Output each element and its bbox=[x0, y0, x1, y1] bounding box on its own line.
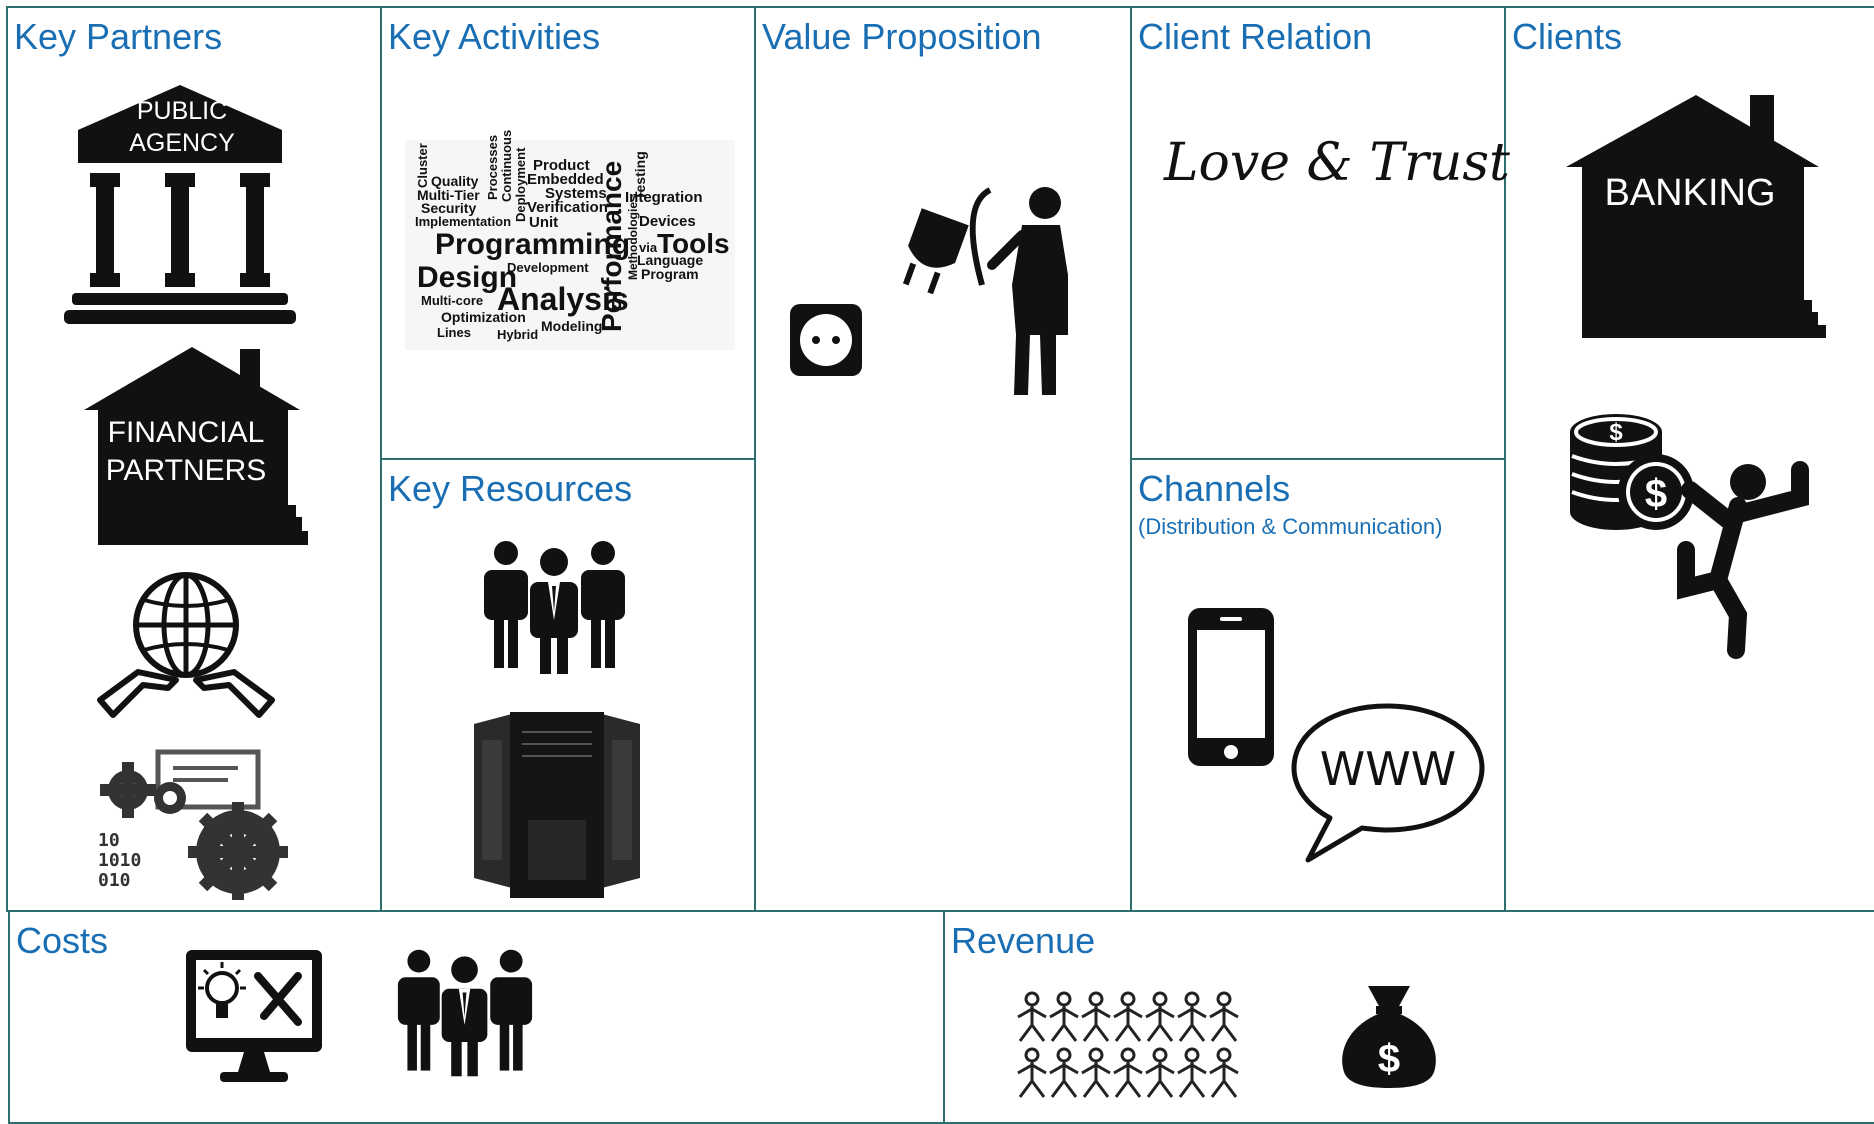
client-relation-section: Client Relation bbox=[1130, 6, 1506, 460]
financial-label-1: FINANCIAL bbox=[108, 416, 265, 449]
costs-title: Costs bbox=[16, 920, 109, 961]
word-testing: Testing bbox=[632, 151, 648, 200]
crowd-person bbox=[1145, 1047, 1175, 1098]
public-agency-label-1: PUBLIC bbox=[137, 97, 227, 125]
word-development: Development bbox=[507, 260, 589, 275]
power-socket-icon bbox=[790, 304, 862, 376]
value-proposition-title: Value Proposition bbox=[762, 16, 1042, 57]
banking-house-icon: BANKING bbox=[1566, 95, 1826, 338]
gears-code-icon: 10 1010 010 bbox=[98, 749, 288, 900]
crowd-person bbox=[1049, 1047, 1079, 1098]
person-with-plug-icon bbox=[902, 187, 1068, 395]
word-optimization: Optimization bbox=[441, 309, 526, 325]
word-devices: Devices bbox=[639, 213, 696, 230]
channels-title: Channels bbox=[1138, 468, 1291, 509]
word-continuous: Continuous bbox=[499, 130, 514, 202]
crowd-person bbox=[1017, 1047, 1047, 1098]
word-unit: Unit bbox=[529, 214, 558, 231]
crowd-person bbox=[1081, 991, 1111, 1042]
word-modeling: Modeling bbox=[541, 318, 602, 334]
globe-hands-icon bbox=[97, 572, 275, 718]
value-proposition-section: Value Proposition bbox=[754, 6, 1132, 912]
word-analysis: Analysis bbox=[497, 281, 629, 317]
word-program: Program bbox=[641, 266, 699, 282]
banking-label: BANKING bbox=[1604, 172, 1775, 214]
love-trust-handwriting: Love & Trust bbox=[1163, 133, 1510, 193]
word-multitier: Multi-Tier bbox=[417, 187, 480, 203]
word-security: Security bbox=[421, 200, 476, 216]
word-integration: Integration bbox=[625, 189, 703, 206]
word-lines: Lines bbox=[437, 325, 471, 340]
key-resources-section: Key Resources bbox=[380, 458, 756, 912]
smartphone-icon bbox=[1188, 608, 1274, 766]
team-icon bbox=[484, 541, 625, 674]
financial-partners-house-icon: FINANCIAL PARTNERS bbox=[84, 347, 308, 545]
word-methodologies: Methodologies bbox=[626, 195, 640, 280]
coins-jumping-person-icon: $ $ bbox=[1570, 414, 1809, 659]
crowd-person bbox=[1209, 1047, 1239, 1098]
word-programming: Programming bbox=[435, 228, 630, 261]
team-costs-icon bbox=[397, 949, 533, 1077]
client-relation-title: Client Relation bbox=[1138, 16, 1373, 57]
word-design: Design bbox=[417, 261, 517, 294]
svg-text:010: 010 bbox=[98, 870, 131, 891]
crowd-person bbox=[1177, 1047, 1207, 1098]
clients-section: Clients bbox=[1504, 6, 1874, 912]
crowd-person bbox=[1145, 991, 1175, 1042]
love-trust-text: Love & Trust bbox=[1163, 133, 1510, 193]
svg-text:$: $ bbox=[1378, 1037, 1400, 1081]
word-verification: Verification bbox=[527, 199, 608, 216]
word-embedded: Embedded bbox=[527, 171, 604, 188]
public-agency-label-2: AGENCY bbox=[129, 129, 235, 157]
svg-text:1010: 1010 bbox=[98, 850, 141, 871]
key-resources-title: Key Resources bbox=[388, 468, 633, 509]
svg-text:$: $ bbox=[1609, 419, 1623, 446]
crowd-person bbox=[1017, 991, 1047, 1042]
word-via: via bbox=[639, 240, 658, 255]
key-partners-title: Key Partners bbox=[14, 16, 223, 57]
word-product: Product bbox=[533, 157, 590, 174]
svg-text:10: 10 bbox=[98, 830, 120, 851]
word-deployment: Deployment bbox=[513, 147, 528, 222]
monitor-idea-tools-icon bbox=[186, 950, 322, 1082]
crowd-person bbox=[1081, 1047, 1111, 1098]
financial-label-2: PARTNERS bbox=[106, 454, 267, 487]
crowd-person bbox=[1113, 991, 1143, 1042]
word-implementation: Implementation bbox=[415, 214, 511, 229]
www-label: WWW bbox=[1320, 742, 1456, 796]
word-cluster: Cluster bbox=[415, 143, 430, 188]
crowd-person bbox=[1209, 991, 1239, 1042]
word-hybrid: Hybrid bbox=[497, 327, 538, 342]
word-tools: Tools bbox=[657, 228, 730, 259]
revenue-title: Revenue bbox=[951, 920, 1096, 961]
clients-title: Clients bbox=[1512, 16, 1623, 57]
channels-subtitle: (Distribution & Communication) bbox=[1138, 514, 1443, 539]
word-processes: Processes bbox=[485, 135, 500, 200]
word-performance: Performance bbox=[596, 161, 627, 332]
public-agency-icon: PUBLIC AGENCY bbox=[64, 85, 296, 324]
crowd-person bbox=[1049, 991, 1079, 1042]
money-bag-icon: $ bbox=[1342, 986, 1436, 1088]
word-language: Language bbox=[637, 252, 703, 268]
crowd-people-icon bbox=[1017, 991, 1239, 1098]
word-multicore: Multi-core bbox=[421, 293, 483, 308]
word-quality: Quality bbox=[431, 173, 479, 189]
crowd-person bbox=[1113, 1047, 1143, 1098]
crowd-person bbox=[1177, 991, 1207, 1042]
key-activities-title: Key Activities bbox=[388, 16, 601, 57]
activities-word-cloud: Cluster Quality Multi-Tier Security Impl… bbox=[405, 130, 735, 350]
word-systems: Systems bbox=[545, 185, 607, 202]
www-speech-bubble-icon: WWW bbox=[1291, 703, 1485, 863]
svg-text:$: $ bbox=[1645, 472, 1667, 516]
servers-icon bbox=[474, 712, 640, 898]
